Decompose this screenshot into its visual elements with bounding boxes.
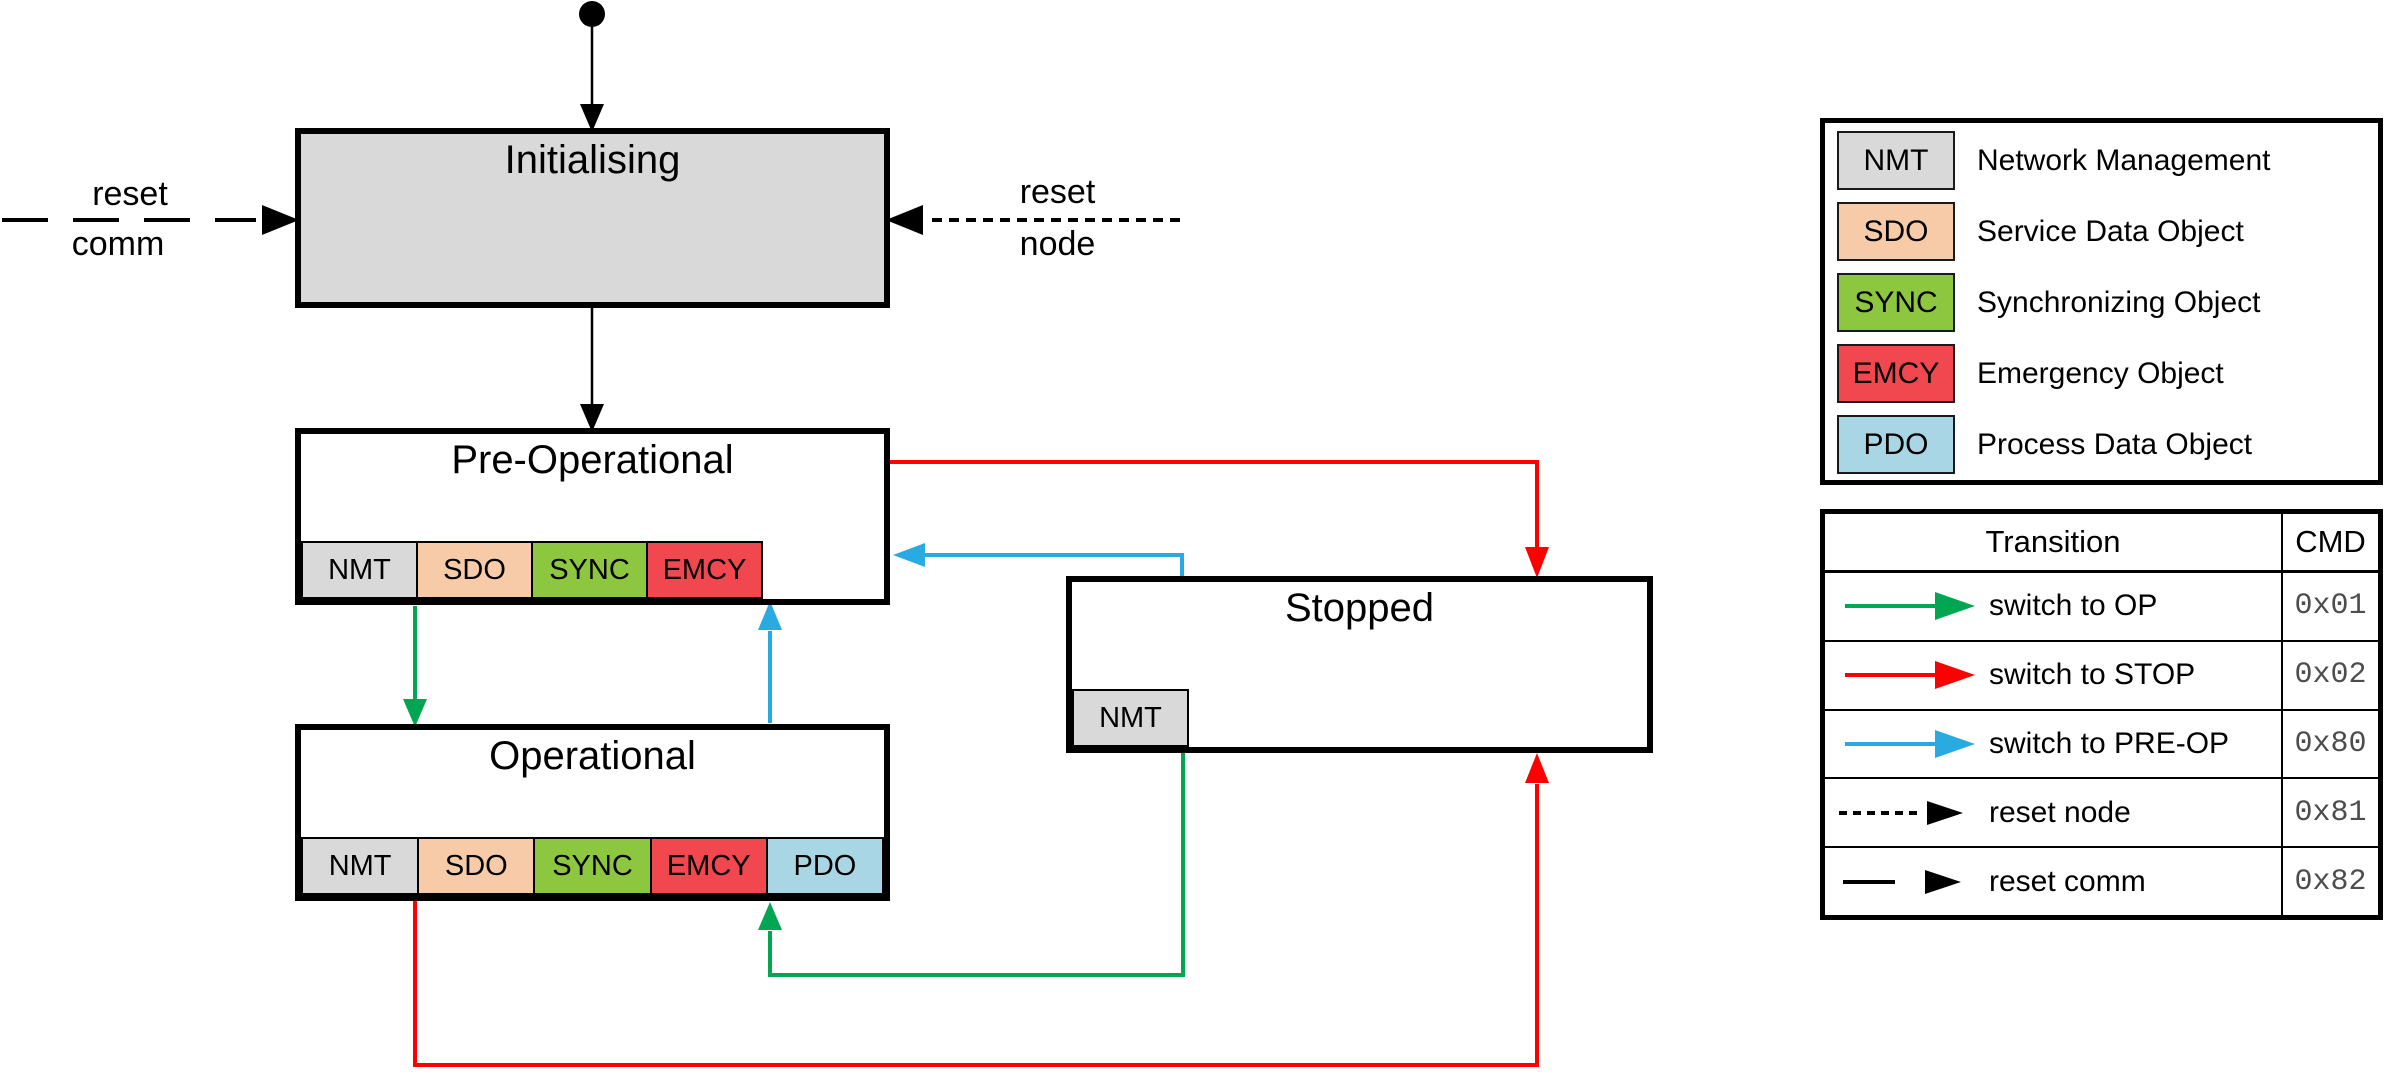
table-row: reset node 0x81 — [1825, 777, 2378, 847]
service-cell-sdo: SDO — [416, 541, 533, 599]
green-arrow-icon — [1845, 592, 1975, 621]
service-cell-pdo: PDO — [765, 837, 885, 895]
legend-item-name: Emergency Object — [1977, 356, 2224, 390]
edge-preop-to-op-arrowhead-icon — [403, 699, 427, 727]
legend-item: SDO Service Data Object — [1837, 196, 2378, 267]
state-title: Stopped — [1284, 586, 1435, 630]
service-cell-emcy: EMCY — [646, 541, 763, 599]
legend-swatch-nmt: NMT — [1837, 131, 1955, 190]
cmd-value: 0x80 — [2294, 726, 2367, 761]
service-cells: NMT SDO SYNC EMCY PDO — [301, 837, 885, 895]
service-cell-nmt: NMT — [301, 837, 420, 895]
table-row: switch to PRE-OP 0x80 — [1825, 708, 2378, 778]
state-initialising: Initialising — [295, 128, 890, 308]
transition-label: switch to OP — [1989, 589, 2158, 623]
table-row: reset comm 0x82 — [1825, 846, 2378, 915]
cmd-value: 0x01 — [2294, 589, 2367, 624]
legend-item-name: Process Data Object — [1977, 427, 2253, 461]
service-cells: NMT SDO SYNC EMCY — [301, 541, 763, 599]
edge-stop-to-preop-arrowhead-icon — [893, 543, 925, 567]
long-dash-arrow-icon — [1843, 869, 1961, 894]
state-title: Initialising — [504, 138, 681, 182]
service-cell-nmt: NMT — [301, 541, 418, 599]
edge-op-to-preop-arrowhead-icon — [758, 601, 782, 630]
legend-item: NMT Network Management — [1837, 125, 2378, 196]
state-pre-operational: Pre-Operational NMT SDO SYNC EMCY — [295, 428, 890, 605]
service-cell-sync: SYNC — [533, 837, 652, 895]
transition-label: reset node — [1989, 795, 2131, 829]
legend-item-name: Synchronizing Object — [1977, 285, 2261, 319]
state-title: Operational — [489, 734, 696, 778]
reset-node-label-top: reset — [1019, 173, 1096, 211]
column-header-cmd: CMD — [2281, 514, 2378, 570]
initial-state-dot — [579, 1, 605, 27]
edge-stop-to-preop-line — [924, 553, 1184, 577]
reset-node-label-bottom: node — [1019, 225, 1096, 263]
legend-item: PDO Process Data Object — [1837, 409, 2378, 480]
state-operational: Operational NMT SDO SYNC EMCY PDO — [295, 724, 890, 901]
transition-label: switch to STOP — [1989, 658, 2196, 692]
transition-table: Transition CMD switch to OP 0x01 switch … — [1820, 509, 2383, 920]
reset-comm-label-bottom: comm — [71, 225, 165, 263]
service-cell-nmt: NMT — [1072, 689, 1189, 747]
legend-swatch-sync: SYNC — [1837, 273, 1955, 332]
red-arrow-icon — [1845, 661, 1975, 690]
cmd-value: 0x02 — [2294, 658, 2367, 693]
table-row: switch to STOP 0x02 — [1825, 639, 2378, 709]
transition-label: reset comm — [1989, 864, 2146, 898]
service-cell-sync: SYNC — [531, 541, 648, 599]
reset-comm-label-top: reset — [92, 175, 168, 213]
column-header-transition: Transition — [1985, 524, 2121, 559]
edge-stop-to-op-arrowhead-icon — [758, 902, 782, 930]
service-cells: NMT — [1072, 689, 1189, 747]
edge-preop-to-stop-arrowhead-icon — [1525, 547, 1549, 578]
transition-label: switch to PRE-OP — [1989, 726, 2230, 760]
service-cell-emcy: EMCY — [649, 837, 768, 895]
table-row: switch to OP 0x01 — [1825, 571, 2378, 640]
state-title: Pre-Operational — [451, 438, 734, 482]
state-stopped: Stopped NMT — [1066, 576, 1653, 753]
legend-item-name: Network Management — [1977, 143, 2271, 177]
legend-item: SYNC Synchronizing Object — [1837, 267, 2378, 338]
blue-arrow-icon — [1845, 729, 1975, 758]
legend-swatch-sdo: SDO — [1837, 202, 1955, 261]
edge-op-to-stop-arrowhead-icon — [1525, 753, 1549, 783]
edge-reset-comm-arrowhead-icon — [262, 205, 299, 235]
cmd-value: 0x81 — [2294, 795, 2367, 830]
legend-swatch-emcy: EMCY — [1837, 344, 1955, 403]
edge-reset-node-arrowhead-icon — [886, 205, 923, 235]
transition-table-header: Transition CMD — [1825, 514, 2378, 571]
legend-swatch-pdo: PDO — [1837, 415, 1955, 474]
dotted-arrow-icon — [1839, 800, 1963, 825]
cmd-value: 0x82 — [2294, 864, 2367, 899]
legend-panel: NMT Network Management SDO Service Data … — [1820, 118, 2383, 485]
legend-item: EMCY Emergency Object — [1837, 338, 2378, 409]
service-cell-sdo: SDO — [417, 837, 536, 895]
legend-item-name: Service Data Object — [1977, 214, 2244, 248]
edge-preop-to-stop-line — [889, 460, 1539, 548]
